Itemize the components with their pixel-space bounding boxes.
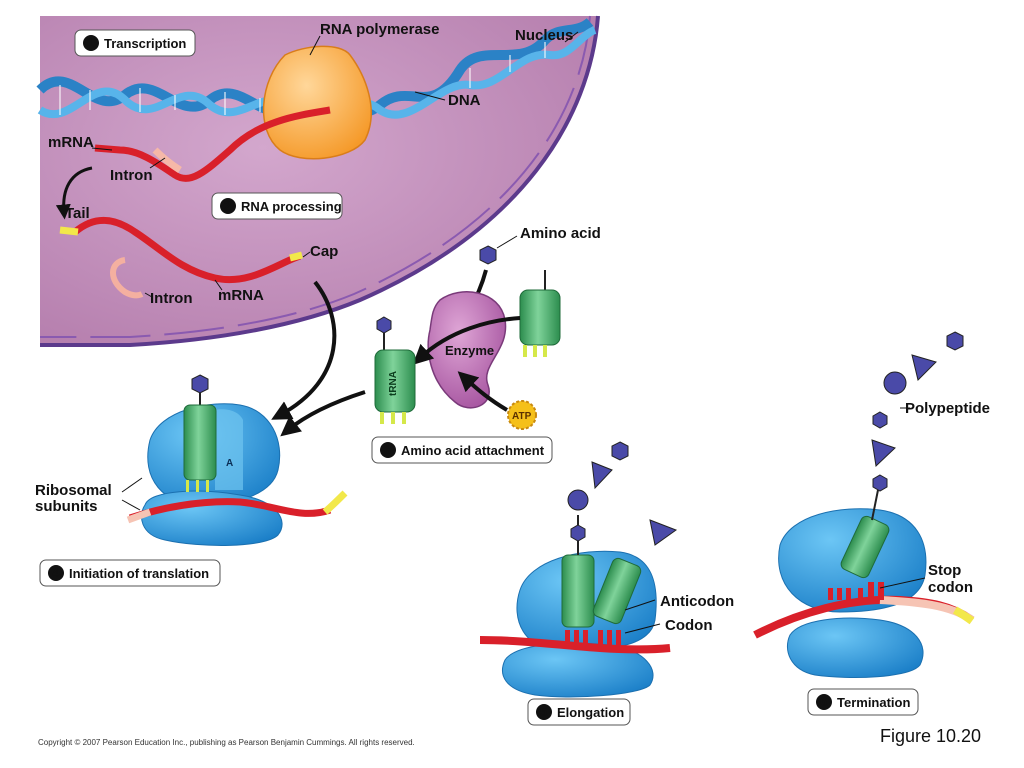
anticodon-label: Anticodon (660, 593, 734, 610)
step-2-rna-processing: 2 RNA processing (211, 192, 343, 220)
atp-icon (507, 400, 537, 430)
step-2-label: RNA processing (241, 199, 342, 214)
ribosomal-label-1: Ribosomal (35, 482, 112, 499)
label-leaders (91, 31, 926, 634)
step-3-amino-acid-attachment: 3 Amino acid attachment (371, 436, 553, 464)
step-5-elongation: 5 Elongation (527, 698, 631, 726)
mrna-processed (59, 216, 303, 299)
figure-number: Figure 10.20 (880, 726, 982, 746)
export-arrow (271, 280, 337, 420)
step-3-label: Amino acid attachment (401, 443, 545, 458)
ribosomal-label-2: subunits (35, 498, 98, 515)
intron-label-top: Intron (110, 167, 153, 184)
enzyme (427, 291, 507, 409)
stop-codon-label-1: Stop (928, 562, 961, 579)
step-6-number: 6 (820, 694, 827, 709)
copyright-notice: Copyright © 2007 Pearson Education Inc.,… (38, 738, 415, 747)
atp-arrow (457, 371, 509, 412)
atp-label: ATP (512, 411, 532, 422)
trna-to-ribosome-arrow (280, 390, 366, 437)
mrna-label-top: mRNA (48, 134, 94, 151)
amino-acid-free (479, 245, 497, 265)
amino-acid-label: Amino acid (520, 225, 601, 242)
step-1-number: 1 (87, 35, 94, 50)
dna-label: DNA (448, 92, 481, 109)
ribosome-initiation (126, 374, 348, 546)
step-1-transcription: 1 Transcription (74, 29, 196, 57)
pre-mrna-top (94, 106, 331, 182)
trna-free-right (519, 270, 561, 357)
step-5-number: 5 (540, 704, 547, 719)
nucleus-label: Nucleus (515, 27, 573, 44)
trna-to-enzyme-arrow (412, 316, 521, 365)
rna-polymerase (262, 45, 372, 160)
ribosome-elongation (479, 441, 678, 698)
step-3-number: 3 (384, 442, 391, 457)
step-2-number: 2 (224, 198, 231, 213)
a-site-label: A (226, 458, 233, 469)
trna-label: tRNA (388, 371, 399, 396)
step-1-label: Transcription (104, 36, 186, 51)
step-6-label: Termination (837, 695, 910, 710)
amino-acid-pointer (496, 235, 518, 249)
mrna-label-bottom: mRNA (218, 287, 264, 304)
rna-polymerase-label: RNA polymerase (320, 21, 440, 38)
stop-codon-label-2: codon (928, 579, 973, 596)
tail-label: Tail (65, 205, 90, 222)
ribosome-termination (753, 331, 975, 678)
polypeptide-label: Polypeptide (905, 400, 990, 417)
step-6-termination: 6 Termination (807, 688, 919, 716)
step-5-label: Elongation (557, 705, 624, 720)
intron-label-bottom: Intron (150, 290, 193, 307)
step-4-number: 4 (52, 565, 60, 580)
processing-arrow (55, 166, 93, 220)
trna-charged (374, 316, 416, 424)
step-4-label: Initiation of translation (69, 566, 209, 581)
cap-label: Cap (310, 243, 338, 260)
step-4-initiation: 4 Initiation of translation (39, 559, 221, 587)
enzyme-label: Enzyme (445, 343, 494, 358)
codon-label: Codon (665, 617, 712, 634)
